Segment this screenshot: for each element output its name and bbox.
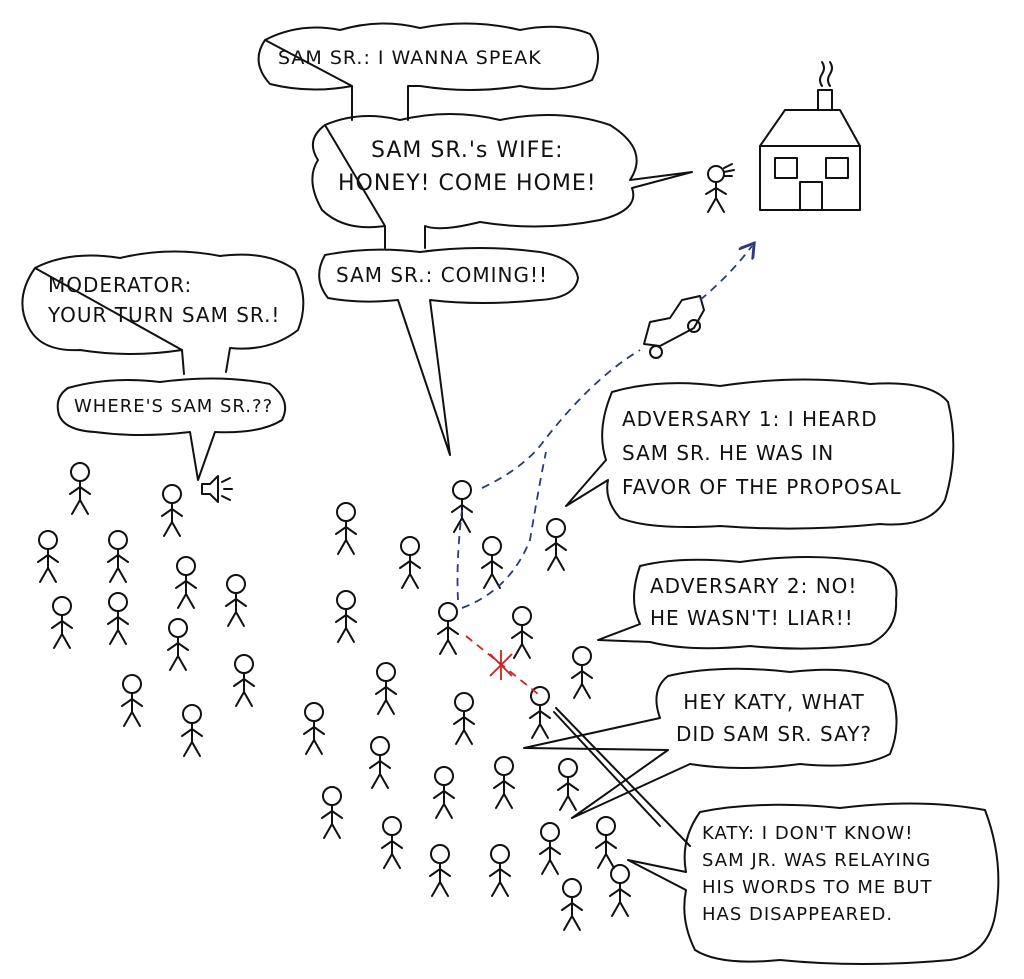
speech-bubble-wheres [56,377,286,481]
stick-figure [609,864,631,917]
stick-figure [69,462,91,515]
car-icon [643,295,705,359]
stick-figure [595,816,617,869]
stick-figure [303,702,325,755]
megaphone-icon [201,475,233,503]
stick-figure [399,536,421,589]
speech-bubble-moderator [21,250,305,375]
bubble-text-wheres: WHERE'S SAM SR.?? [74,396,274,417]
bubble-text-coming: SAM SR.: COMING!! [336,263,549,287]
stick-figure [381,816,403,869]
relay-lines [553,707,691,847]
speech-bubble-adversary1 [565,378,955,530]
stick-figure [107,530,129,583]
stick-figure [433,766,455,819]
stick-figure [453,692,475,745]
stick-figure [167,618,189,671]
stick-figure [481,536,503,589]
stick-figure [121,674,143,727]
broken-link [465,635,539,695]
stick-figure [233,654,255,707]
bubble-text-adversary1: ADVERSARY 1: I HEARD SAM SR. HE WAS IN F… [622,407,902,499]
stick-figure [161,484,183,537]
bubble-text-sam-sr-speak: SAM SR.: I WANNA SPEAK [278,47,542,69]
bubble-text-hey-katy: HEY KATY, WHAT DID SAM SR. SAY? [676,690,873,746]
stick-figure [493,756,515,809]
speech-bubble-wife [311,113,693,249]
stick-figure [489,844,511,897]
wife-figure [705,163,735,213]
stick-figure [429,844,451,897]
stick-figure [539,822,561,875]
sam-sr-path [456,246,753,609]
speech-bubble-adversary2 [597,556,898,650]
stick-figure [369,736,391,789]
stick-figure [571,646,593,699]
bubble-text-wife: SAM SR.'s WIFE: HONEY! COME HOME! [338,138,597,196]
bubble-text-moderator: MODERATOR: YOUR TURN SAM SR.! [48,273,281,327]
bubble-text-adversary2: ADVERSARY 2: NO! HE WASN'T! LIAR!! [650,574,858,630]
bubble-text-katy: KATY: I DON'T KNOW! SAM JR. WAS RELAYING… [702,823,933,925]
stick-figure [375,662,397,715]
stick-figure [51,596,73,649]
stick-figure [561,878,583,931]
speech-bubble-coming [318,247,579,456]
stick-figure [529,686,551,739]
stick-figure [451,480,473,533]
speech-bubble-sam-sr-speak [257,22,599,121]
stick-figure [335,502,357,555]
stick-figure [511,606,533,659]
stick-figure [437,602,459,655]
speech-bubble-hey-katy [523,667,898,819]
stick-figure [545,518,567,571]
stick-figure [321,786,343,839]
stick-figure [335,590,357,643]
stick-figure [107,592,129,645]
stick-figure [181,704,203,757]
stick-figure [557,758,579,811]
speech-bubble-katy [627,802,1000,965]
stick-figure [175,556,197,609]
house-icon [759,61,861,211]
stick-figure [37,530,59,583]
stick-figure [225,574,247,627]
crowd [37,462,631,931]
